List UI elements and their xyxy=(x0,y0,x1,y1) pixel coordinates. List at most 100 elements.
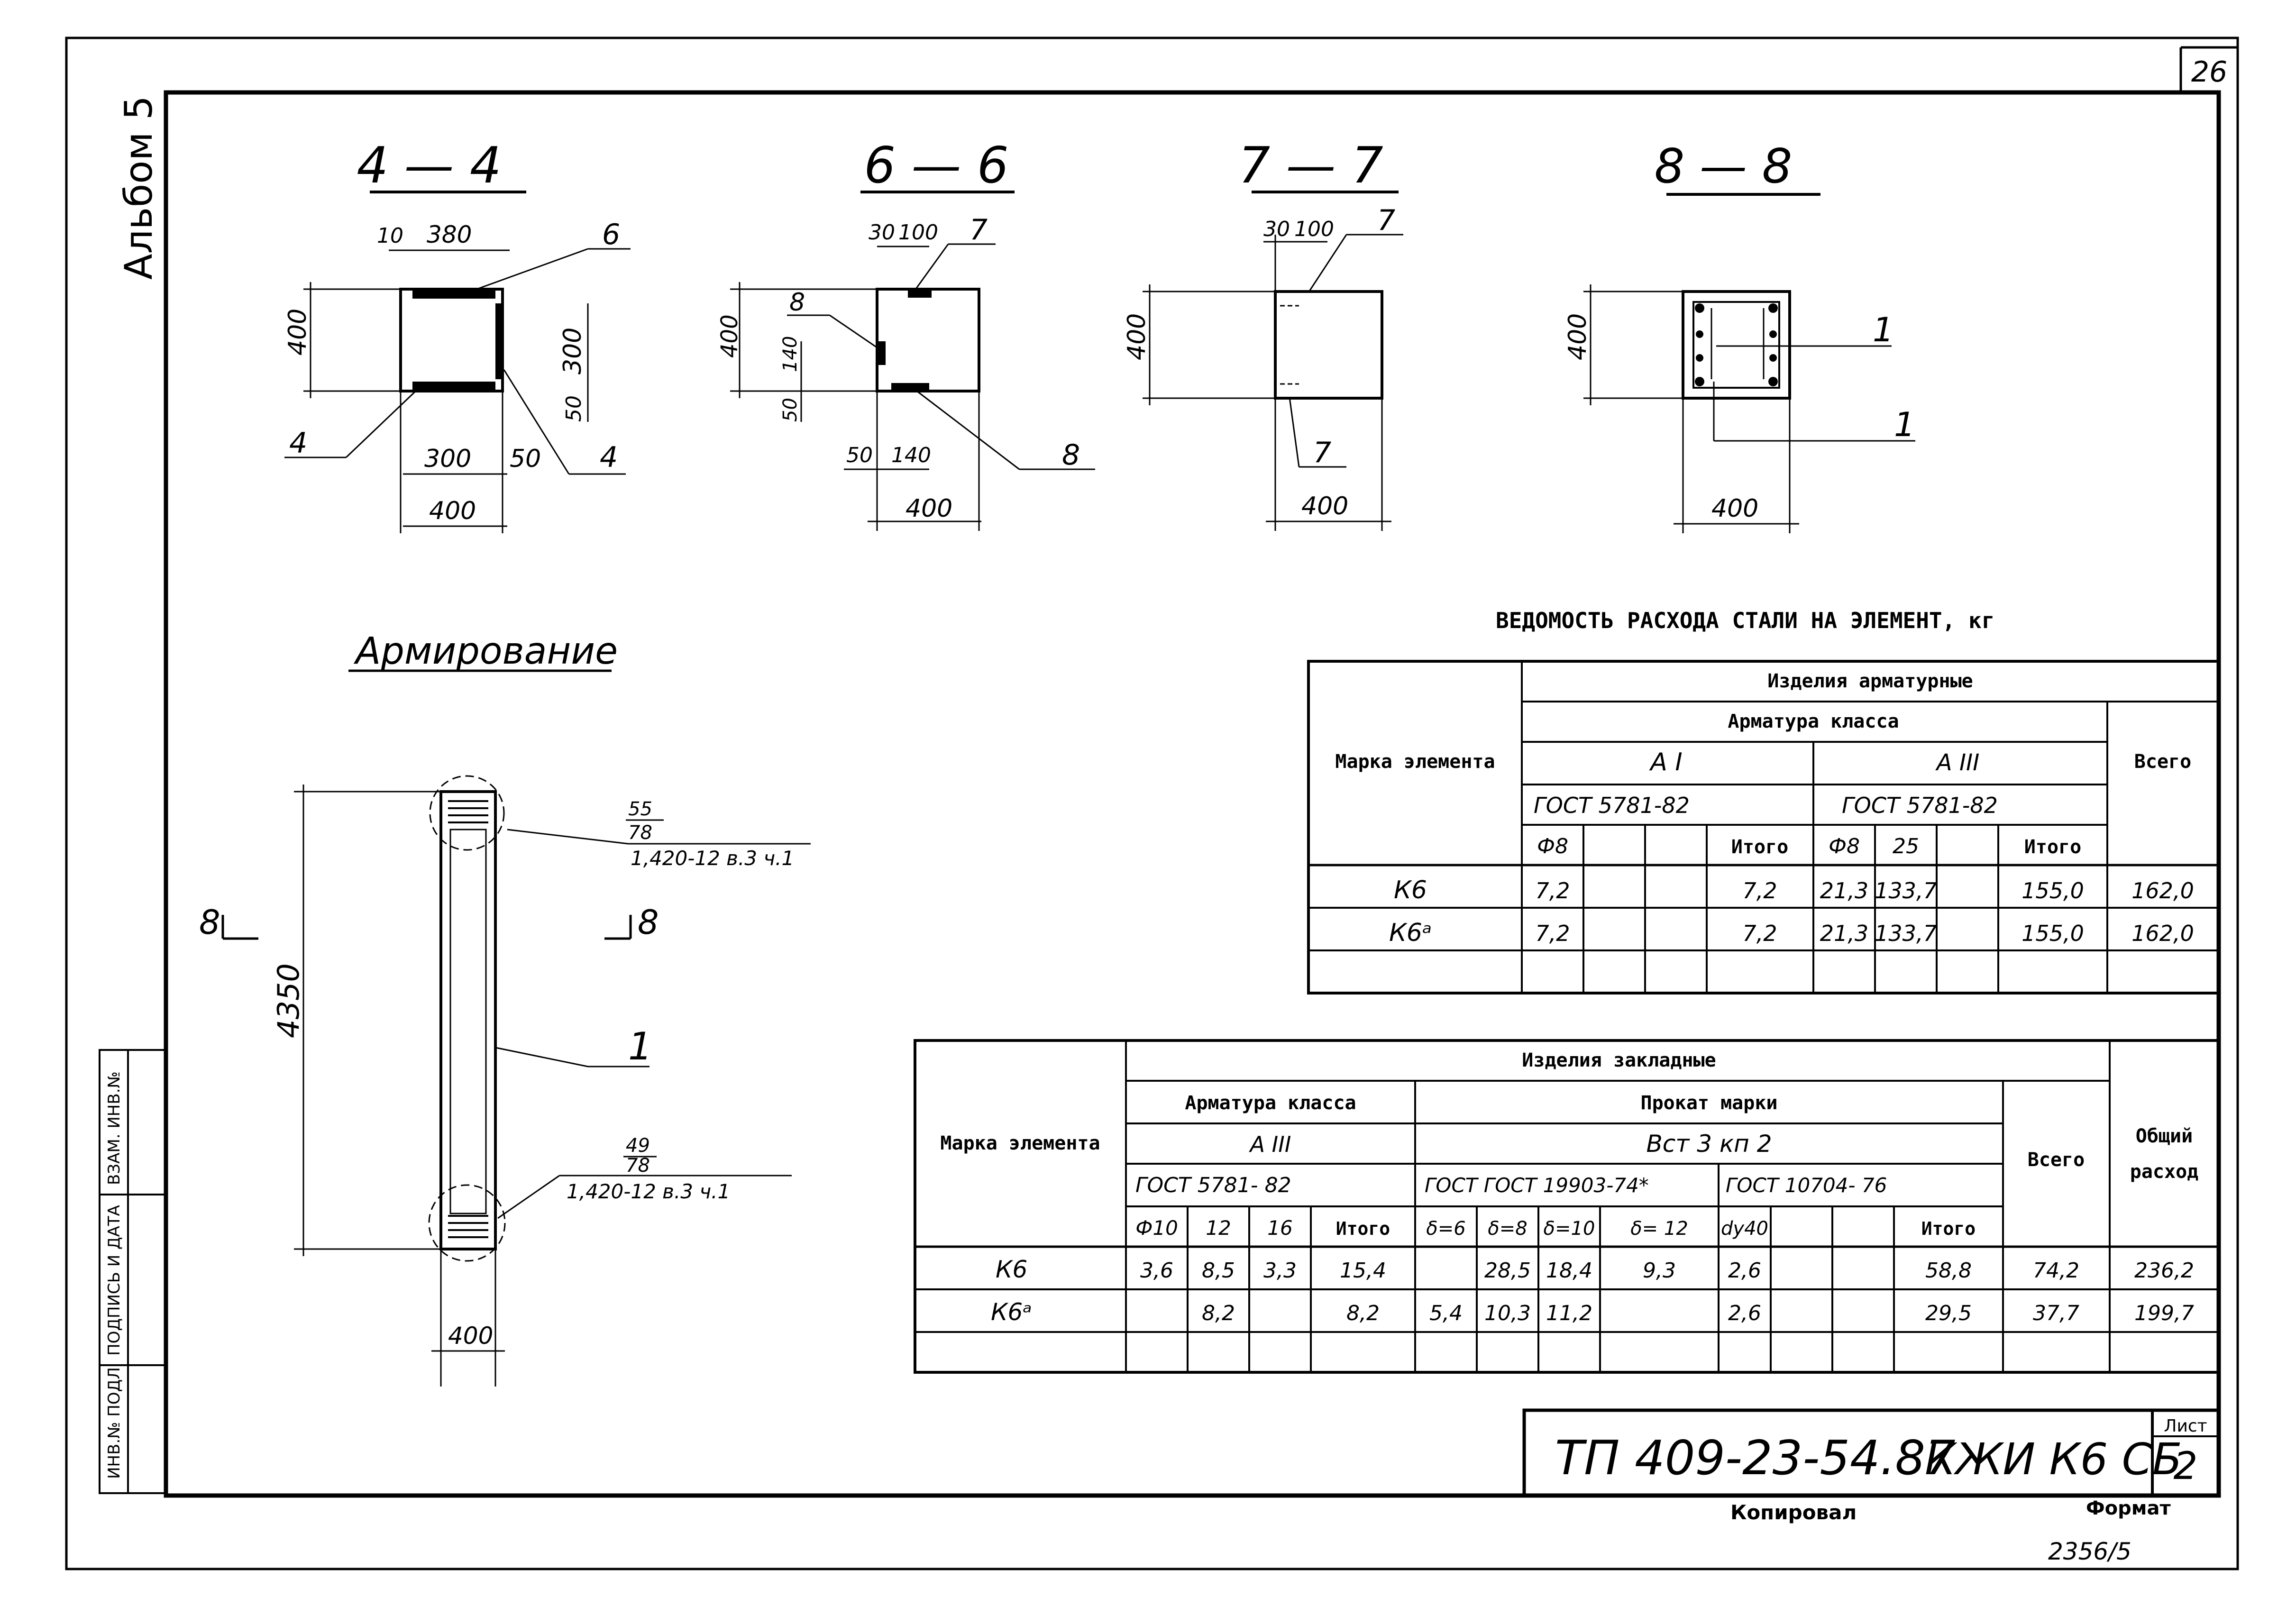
top-note-c: 1,420-12 в.3 ч.1 xyxy=(631,847,794,870)
t2-h2: 12 xyxy=(1206,1216,1231,1240)
t1-r2-v4: 7,2 xyxy=(1742,921,1777,946)
reinforcement-title: Армирование xyxy=(353,630,618,673)
t1-total: Всего xyxy=(2134,751,2191,773)
t2-col-mark: Марка элемента xyxy=(940,1132,1100,1154)
s44-d1: 10 xyxy=(377,224,403,248)
stamp-inv-repl: ВЗАМ. ИНВ.№ xyxy=(105,1071,124,1185)
t1-r2-v1: 7,2 xyxy=(1535,921,1570,946)
s44-c2: 4 xyxy=(289,427,307,460)
t1-h8: Итого xyxy=(2024,836,2081,858)
section-8-8-title: 8 — 8 xyxy=(1655,138,1793,194)
t2-r2-v5: 5,4 xyxy=(1429,1301,1463,1325)
s66-d1: 30 xyxy=(869,220,895,245)
t2-h12: Итого xyxy=(1921,1218,1976,1239)
t1-h4: Итого xyxy=(1731,836,1788,858)
t1-r1-v4: 7,2 xyxy=(1742,878,1777,903)
cut-left-label: 8 xyxy=(199,903,220,942)
t1-r2-v8: 155,0 xyxy=(2022,921,2084,946)
s77-d3: 400 xyxy=(1123,313,1151,360)
section-4-4: 4 — 4 10 380 400 300 50 300 50 400 6 4 4 xyxy=(284,137,631,533)
copied-label: Копировал xyxy=(1730,1501,1857,1524)
t2-h3: 16 xyxy=(1267,1216,1292,1240)
s77-d4: 400 xyxy=(1301,492,1348,520)
t2-r2-v9: 2,6 xyxy=(1728,1301,1761,1325)
s88-c1: 1 xyxy=(1873,310,1894,349)
reinf-width: 400 xyxy=(448,1322,493,1350)
t1-r2-v9: 162,0 xyxy=(2131,921,2194,946)
s44-d3: 400 xyxy=(284,309,312,356)
bottom-note-a: 49 xyxy=(626,1135,650,1157)
t1-r1-v5: 21,3 xyxy=(1820,878,1868,903)
t2-r1-v14: 236,2 xyxy=(2134,1259,2194,1283)
s66-d4: 140 xyxy=(779,336,801,372)
t1-class-a3: А III xyxy=(1935,749,1980,776)
s44-d8: 400 xyxy=(429,497,476,525)
t2-r1-mark: К6 xyxy=(996,1256,1027,1283)
t2-r1-v8: 9,3 xyxy=(1643,1259,1676,1283)
title-block: ТП 409-23-54.87 КЖИ К6 СБ Лист 2 Копиров… xyxy=(1522,1408,2221,1565)
t1-h5: Ф8 xyxy=(1829,834,1860,858)
section-8-8: 8 — 8 400 400 1 1 xyxy=(1564,138,1915,533)
t2-r2-mark: К6ᵃ xyxy=(991,1298,1032,1326)
s66-d3: 400 xyxy=(716,314,743,358)
side-stamp: ИНВ.№ ПОДЛ ПОДПИСЬ И ДАТА ВЗАМ. ИНВ.№ xyxy=(99,1049,167,1494)
t1-h1: Ф8 xyxy=(1537,834,1568,858)
top-note-a: 55 xyxy=(628,798,652,820)
reinf-height: 4350 xyxy=(271,963,306,1038)
t2-r1-v6: 28,5 xyxy=(1484,1259,1531,1283)
section-7-7: 7 — 7 30 100 400 400 7 7 xyxy=(1123,137,1403,531)
t2-r1-v1: 3,6 xyxy=(1140,1259,1173,1283)
t1-r1-mark: К6 xyxy=(1394,876,1427,904)
s44-d2: 380 xyxy=(427,221,472,248)
s66-d7: 140 xyxy=(891,443,931,467)
t2-h4: Итого xyxy=(1336,1218,1390,1239)
t1-h6: 25 xyxy=(1893,834,1919,858)
t2-grade: Вст 3 кп 2 xyxy=(1646,1130,1772,1158)
s66-c3: 8 xyxy=(1062,438,1080,472)
reinf-bar-callout: 1 xyxy=(628,1024,652,1068)
section-6-6-title: 6 — 6 xyxy=(864,137,1008,194)
t1-group: Изделия арматурные xyxy=(1767,670,1973,692)
t2-r1-v3: 3,3 xyxy=(1263,1259,1297,1283)
bottom-note-b: 78 xyxy=(626,1155,650,1177)
t2-h1: Ф10 xyxy=(1135,1216,1178,1240)
album-label: Альбом 5 xyxy=(117,96,161,280)
t2-grand-2: расход xyxy=(2130,1161,2199,1183)
t1-r1-v8: 155,0 xyxy=(2022,878,2084,903)
t2-r2-v13: 37,7 xyxy=(2033,1301,2079,1325)
s77-c1: 7 xyxy=(1377,204,1395,237)
t2-r2-v6: 10,3 xyxy=(1484,1301,1531,1325)
reinforcement-elevation: Армирование 4350 400 8 8 1 55 xyxy=(199,630,811,1387)
t2-h9: dу40 xyxy=(1721,1218,1768,1240)
sheet-label: Лист xyxy=(2164,1416,2207,1436)
t2-r1-v4: 15,4 xyxy=(1340,1259,1386,1283)
t2-r2-v4: 8,2 xyxy=(1346,1301,1380,1325)
t2-sub-rebar: Арматура класса xyxy=(1185,1092,1356,1114)
t2-r2-v14: 199,7 xyxy=(2134,1301,2194,1325)
s66-c2: 8 xyxy=(789,288,805,317)
t2-gost-r2: ГОСТ 10704- 76 xyxy=(1726,1174,1887,1197)
s66-c1: 7 xyxy=(970,213,988,246)
t2-r2-v7: 11,2 xyxy=(1546,1301,1592,1325)
t1-class-a1: А I xyxy=(1649,748,1682,776)
page-number: 26 xyxy=(2191,55,2227,89)
s44-d5: 50 xyxy=(562,395,586,422)
s44-c1: 6 xyxy=(602,218,620,251)
t2-h7: δ=10 xyxy=(1544,1218,1595,1240)
archive-number: 2356/5 xyxy=(2048,1538,2131,1565)
t1-r2-v5: 21,3 xyxy=(1820,921,1868,946)
t2-r1-v2: 8,5 xyxy=(1202,1259,1235,1283)
t2-gost-r1: ГОСТ ГОСТ 19903-74* xyxy=(1425,1174,1649,1197)
t2-r2-v12: 29,5 xyxy=(1925,1301,1972,1325)
t2-r2-v2: 8,2 xyxy=(1202,1301,1235,1325)
s88-d1: 400 xyxy=(1564,313,1592,360)
section-6-6: 6 — 6 30 100 400 140 50 50 140 400 7 8 8 xyxy=(716,137,1095,531)
t2-class: А III xyxy=(1249,1131,1291,1157)
t1-gost-a1: ГОСТ 5781-82 xyxy=(1534,793,1690,818)
t1-r1-v6: 133,7 xyxy=(1875,878,1937,903)
t2-h8: δ= 12 xyxy=(1630,1218,1688,1240)
format-label: Формат xyxy=(2086,1497,2171,1519)
t2-r1-v9: 2,6 xyxy=(1728,1259,1761,1283)
stamp-mark: КЖИ К6 СБ xyxy=(1925,1434,2182,1485)
t2-group: Изделия закладные xyxy=(1522,1049,1716,1071)
